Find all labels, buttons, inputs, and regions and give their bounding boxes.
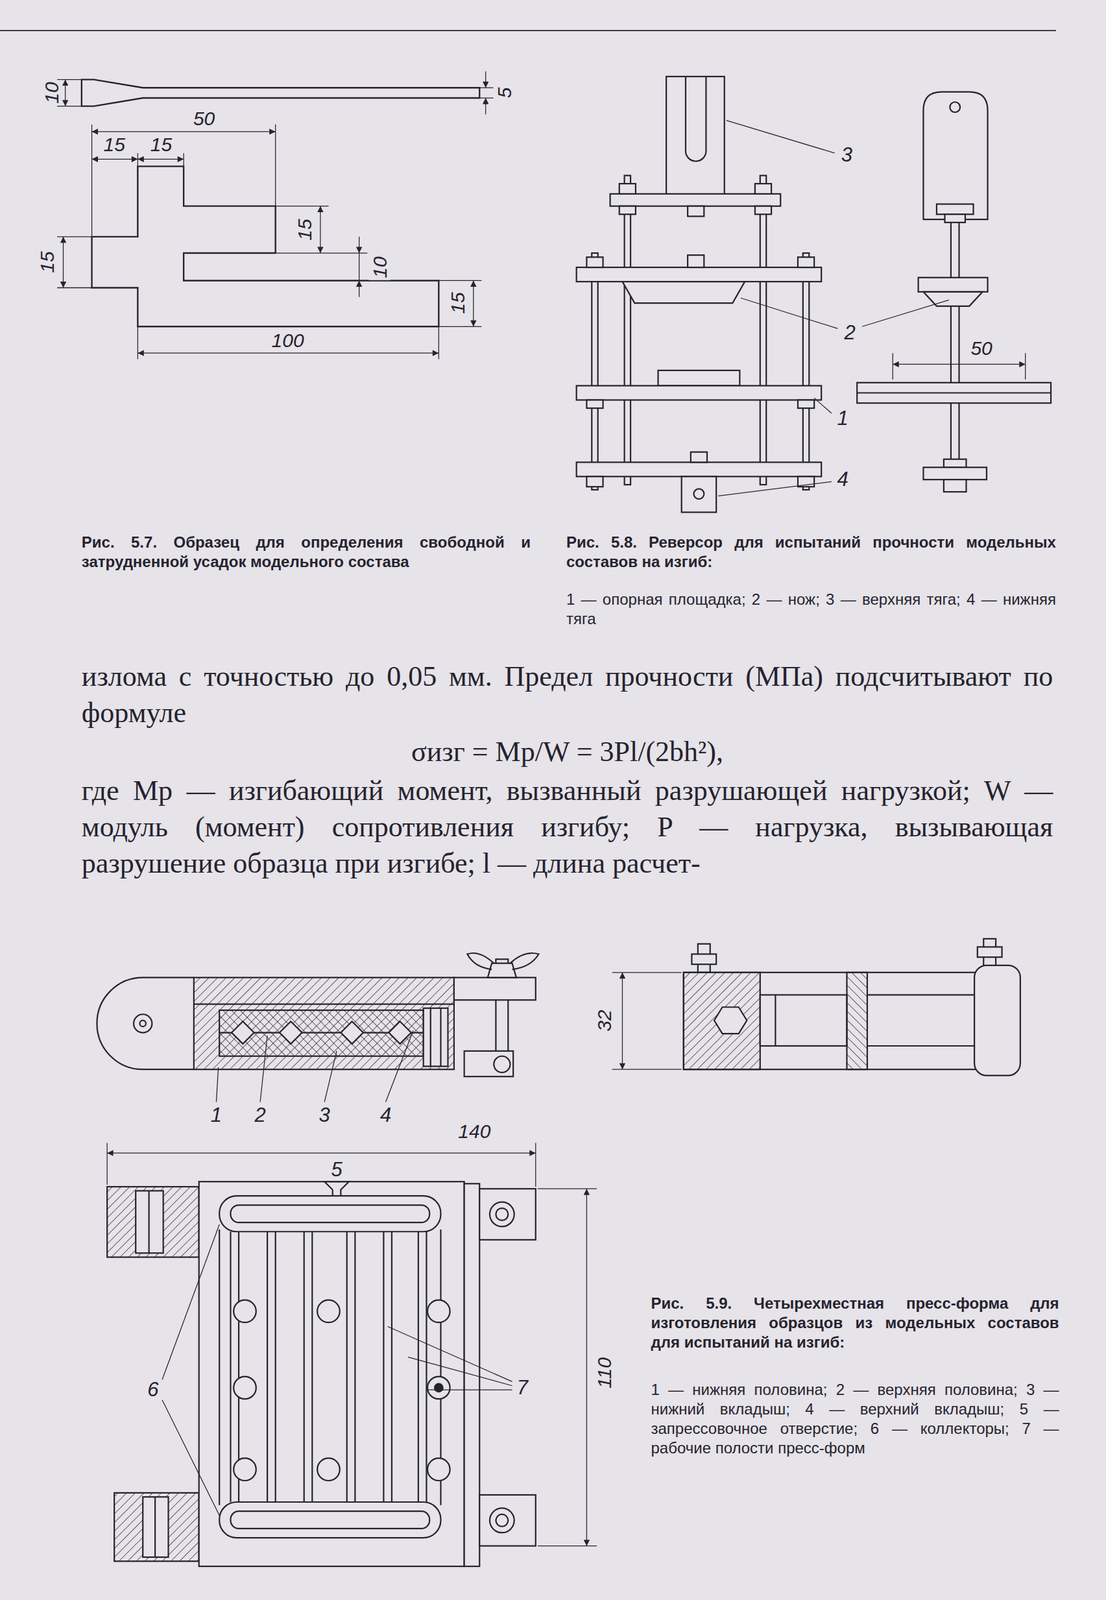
caption-legend: 1 — опорная площадка; 2 — нож; 3 — верхн… [566, 589, 1057, 629]
page-rule [0, 29, 1057, 32]
specimen-drawing [81, 79, 480, 327]
callout-number: 4 [835, 468, 851, 491]
callout-number: 3 [839, 144, 855, 167]
leader-lines [718, 120, 1025, 497]
reversor-drawing [576, 76, 1051, 513]
dimension-value: 100 [269, 328, 307, 351]
caption-legend: 1 — нижняя половина; 2 — верхняя половин… [650, 1379, 1059, 1458]
dimension-value: 50 [191, 107, 217, 130]
callout-number: 6 [145, 1378, 161, 1401]
dimension-value: 15 [148, 132, 174, 155]
press-mold-drawing [96, 938, 1020, 1566]
body-text: излома с точностью до 0,05 мм. Предел пр… [81, 658, 1053, 732]
dimension-and-leader-lines [107, 972, 682, 1546]
callout-number: 3 [317, 1104, 333, 1127]
callout-number: 1 [835, 407, 851, 430]
callout-number: 2 [252, 1104, 268, 1127]
callout-number: 5 [328, 1157, 344, 1180]
dimension-value: 15 [36, 249, 58, 276]
dimension-value: 10 [40, 79, 62, 106]
dimension-value: 15 [293, 216, 315, 242]
dimension-value: 50 [968, 337, 994, 359]
dimension-value: 32 [593, 1007, 615, 1033]
callout-number: 7 [515, 1376, 530, 1399]
callout-number: 1 [208, 1104, 224, 1127]
body-text: где Mр — изгибающий момент, вызванный ра… [81, 772, 1053, 882]
callout-number: 4 [378, 1104, 394, 1127]
formula: σизг = Mр/W = 3Pl/(2bh²), [81, 733, 1053, 770]
dimension-lines [57, 71, 494, 360]
dimension-value: 10 [369, 254, 391, 280]
figure-caption: Рис. 5.8. Реверсор для испытаний прочнос… [566, 532, 1057, 572]
dimension-value: 110 [593, 1355, 615, 1391]
dimension-value: 140 [456, 1119, 493, 1142]
callout-number: 2 [842, 321, 858, 344]
dimension-value: 15 [101, 132, 127, 155]
figure-caption: Рис. 5.7. Образец для определения свобод… [81, 532, 531, 572]
dimension-value: 15 [446, 289, 468, 316]
figure-caption: Рис. 5.9. Четырехместная пресс-форма для… [650, 1293, 1059, 1352]
dimension-value: 5 [493, 85, 516, 101]
